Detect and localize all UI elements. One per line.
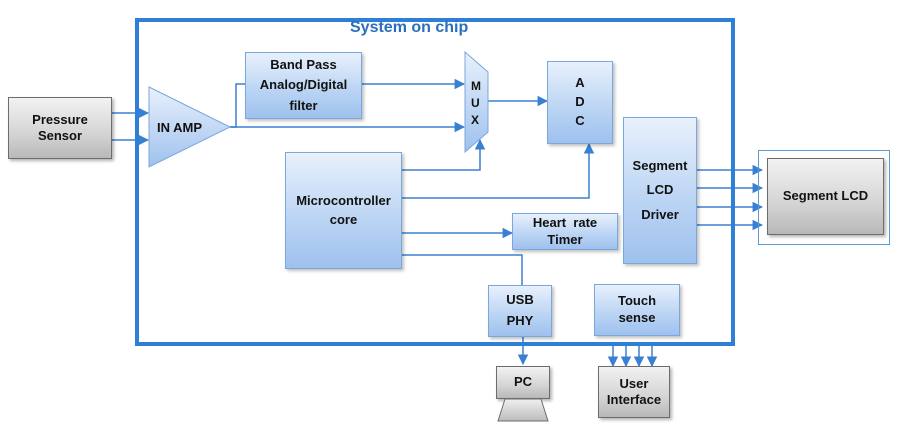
mux-shape [464, 50, 489, 154]
in-amp-block: IN AMP [148, 86, 232, 168]
mux-letter-x: X [471, 113, 479, 127]
adc-letter-c: C [575, 112, 585, 128]
pc-block: PC [496, 366, 550, 399]
heart-rate-timer-block: Heart rate Timer [512, 213, 618, 250]
segment-lcd-driver-block: Segment LCD Driver [623, 117, 697, 264]
segment-driver-label-3: Driver [641, 206, 679, 222]
pressure-sensor-label: Pressure Sensor [32, 111, 88, 143]
micro-to-adc-arrow [402, 142, 595, 199]
usb-phy-block: USB PHY [488, 285, 552, 337]
band-pass-label-2: Analog/Digital [259, 77, 348, 93]
adc-letter-d: D [575, 94, 585, 110]
system-on-chip-title: System on chip [350, 19, 469, 36]
segment-lcd-block: Segment LCD [767, 158, 884, 235]
segment-driver-label-1: Segment [632, 158, 688, 174]
mux-letter-m: M [471, 79, 481, 93]
adc-block: A D C [547, 61, 613, 144]
adc-letter-a: A [575, 75, 585, 91]
pc-stand-icon [497, 398, 549, 422]
segment-driver-label-2: LCD [646, 182, 674, 198]
microcontroller-core-block: Microcontroller core [285, 152, 402, 269]
microcontroller-label-1: Microcontroller [296, 193, 391, 209]
touch-label-2: sense [618, 310, 656, 325]
touch-sense-block: Touch sense [594, 284, 680, 336]
band-pass-label-3: filter [289, 97, 318, 113]
in-amp-triangle [148, 86, 232, 168]
segment-lcd-frame [758, 150, 890, 245]
touch-label-1: Touch [617, 293, 657, 309]
segment-lcd-label: Segment LCD [782, 188, 869, 204]
user-interface-label-1: User [619, 375, 649, 391]
in-amp-label: IN AMP [157, 120, 202, 135]
user-interface-block: User Interface [598, 366, 670, 418]
band-pass-label-1: Band Pass [270, 57, 337, 73]
mux-block: M U X [464, 50, 489, 154]
system-on-chip-boundary [135, 18, 735, 346]
heart-rate-label-2: Timer [547, 231, 583, 247]
micro-to-mux-arrow [402, 138, 486, 171]
band-pass-filter-block: Band Pass Analog/Digital filter [245, 52, 362, 119]
microcontroller-label-2: core [329, 211, 358, 227]
micro-to-usb-line [402, 254, 523, 285]
usb-label-1: USB [506, 292, 534, 308]
usb-label-2: PHY [506, 313, 534, 328]
mux-letter-u: U [471, 96, 480, 110]
heart-rate-label-1: Heart rate [532, 214, 598, 230]
pressure-sensor-block: Pressure Sensor [8, 97, 112, 159]
user-interface-label-2: Interface [606, 392, 662, 407]
pc-label: PC [513, 374, 533, 390]
